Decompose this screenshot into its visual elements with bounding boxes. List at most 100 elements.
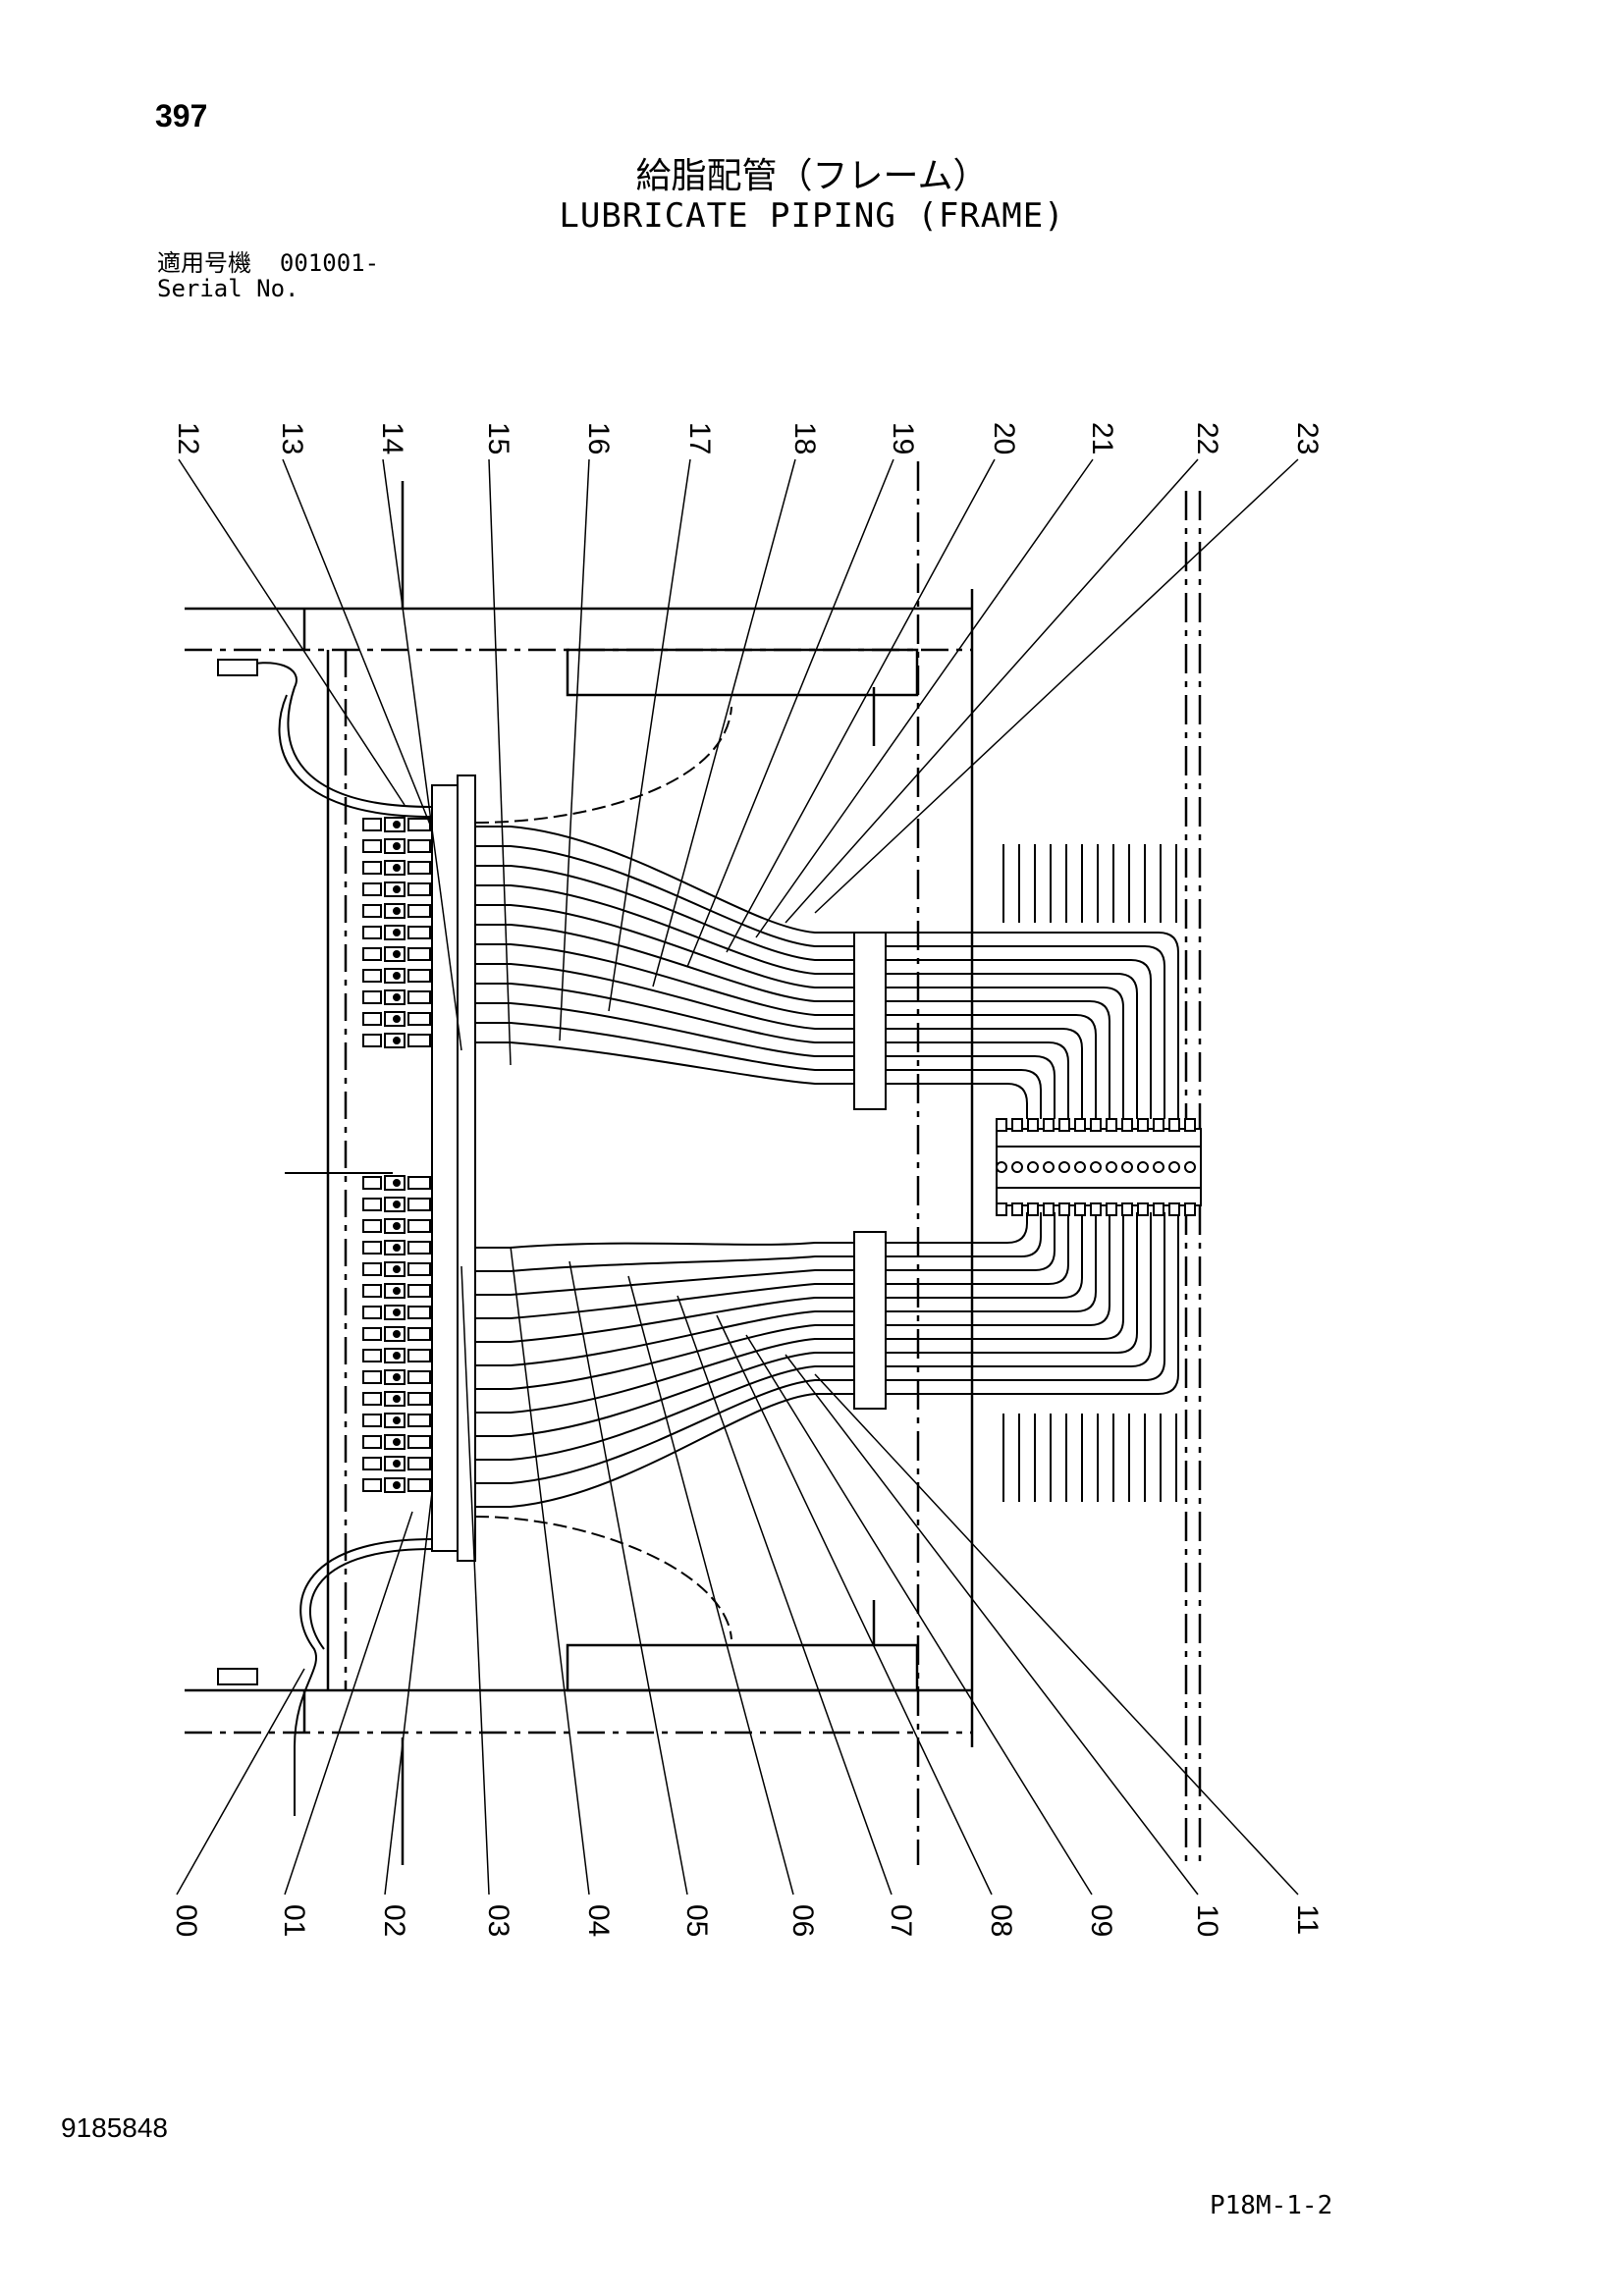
fitting-adapter — [407, 818, 431, 831]
distribution-port — [1011, 1161, 1023, 1173]
callout-leader-bottom — [677, 1295, 893, 1896]
callout-label-top: 22 — [1191, 422, 1223, 454]
callout-label-top: 16 — [582, 422, 615, 454]
callout-label-bottom: 09 — [1085, 1904, 1117, 1937]
lower-left-hose-inner — [309, 1548, 433, 1650]
distribution-fitting-top — [1153, 1118, 1164, 1132]
fitting-nut — [362, 947, 382, 961]
distribution-fitting-bottom — [1106, 1202, 1117, 1216]
callout-label-bottom: 07 — [885, 1904, 917, 1937]
fitting-adapter — [407, 904, 431, 918]
callout-leader-bottom — [785, 1354, 1199, 1896]
fitting-nut — [362, 1034, 382, 1047]
distribution-port — [996, 1161, 1007, 1173]
fitting-nut — [362, 904, 382, 918]
fitting-nut — [362, 1241, 382, 1255]
fitting-adapter — [407, 839, 431, 853]
distribution-fitting-bottom — [996, 1202, 1007, 1216]
upper-pipe — [475, 924, 1110, 1119]
callout-label-bottom: 10 — [1191, 1904, 1223, 1937]
fitting-center — [393, 1265, 401, 1273]
distribution-fitting-bottom — [1043, 1202, 1055, 1216]
distribution-port — [1043, 1161, 1055, 1173]
callout-label-top: 17 — [683, 422, 716, 454]
manifold-fittings — [217, 659, 1202, 1685]
fitting-adapter — [407, 1306, 431, 1319]
distribution-fitting-top — [1106, 1118, 1117, 1132]
upper-pipe — [475, 826, 1179, 1119]
callout-leader-top — [282, 458, 431, 826]
lower-pipe — [475, 1212, 1165, 1484]
lower-pipe — [475, 1212, 1179, 1508]
fitting-adapter — [407, 1370, 431, 1384]
fitting-nut — [362, 1414, 382, 1427]
page-title-english: LUBRICATE PIPING (FRAME) — [559, 196, 1065, 236]
fitting-adapter — [407, 861, 431, 875]
fitting-adapter — [407, 1262, 431, 1276]
distribution-fitting-top — [1184, 1118, 1196, 1132]
fitting-adapter — [407, 947, 431, 961]
callout-leader-top — [488, 458, 512, 1066]
serial-label-english: Serial No. — [157, 275, 299, 302]
lower-pipe — [475, 1212, 1042, 1272]
lower-left-fitting — [217, 1668, 258, 1685]
callout-label-bottom: 00 — [170, 1904, 202, 1937]
distribution-fitting-bottom — [1168, 1202, 1180, 1216]
upper-pipe — [475, 1022, 1042, 1119]
fitting-adapter — [407, 926, 431, 939]
callout-label-top: 21 — [1086, 422, 1118, 454]
upper-left-fitting — [217, 659, 258, 676]
upper-pipe — [475, 884, 1138, 1119]
pipe-bundle — [235, 662, 1179, 1816]
distribution-port — [1153, 1161, 1164, 1173]
fitting-center — [393, 1352, 401, 1360]
fitting-nut — [362, 1198, 382, 1211]
distribution-port — [1058, 1161, 1070, 1173]
fitting-nut — [362, 969, 382, 983]
lower-pipe — [475, 1212, 1110, 1390]
callout-label-bottom: 03 — [482, 1904, 514, 1937]
fitting-nut — [362, 1262, 382, 1276]
lower-right-hose — [474, 1516, 732, 1640]
callout-label-bottom: 06 — [786, 1904, 819, 1937]
fitting-center — [393, 1395, 401, 1403]
fitting-center — [393, 1287, 401, 1295]
callout-leader-top — [608, 458, 691, 1012]
fitting-nut — [362, 839, 382, 853]
fitting-center — [393, 1201, 401, 1208]
fitting-nut — [362, 1284, 382, 1298]
fitting-center — [393, 907, 401, 915]
fitting-center — [393, 1330, 401, 1338]
lower-pipe — [475, 1212, 1028, 1249]
fitting-center — [393, 950, 401, 958]
fitting-adapter — [407, 1392, 431, 1406]
page-code: P18M-1-2 — [1210, 2191, 1333, 2220]
fitting-nut — [362, 882, 382, 896]
fitting-nut — [362, 1392, 382, 1406]
callout-label-top: 14 — [376, 422, 408, 454]
distribution-fitting-bottom — [1027, 1202, 1039, 1216]
distribution-fitting-top — [1121, 1118, 1133, 1132]
callout-label-top: 19 — [887, 422, 919, 454]
serial-value: 001001- — [279, 249, 380, 277]
distribution-fitting-bottom — [1137, 1202, 1149, 1216]
fitting-adapter — [407, 1435, 431, 1449]
upper-clamp — [853, 932, 887, 1110]
callout-leader-top — [559, 458, 590, 1041]
fitting-nut — [362, 1012, 382, 1026]
fitting-center — [393, 864, 401, 872]
fitting-center — [393, 1015, 401, 1023]
fitting-adapter — [407, 1349, 431, 1362]
distribution-fitting-bottom — [1184, 1202, 1196, 1216]
upper-pipe — [475, 845, 1165, 1119]
upper-left-hose — [235, 662, 433, 808]
document-number: 9185848 — [61, 2112, 169, 2143]
callout-label-top: 23 — [1291, 422, 1324, 454]
fitting-adapter — [407, 1478, 431, 1492]
page-number: 397 — [155, 98, 208, 133]
fitting-nut — [362, 1457, 382, 1470]
callout-leader-top — [382, 458, 462, 1051]
fitting-adapter — [407, 1457, 431, 1470]
callout-leader-top — [178, 458, 406, 806]
